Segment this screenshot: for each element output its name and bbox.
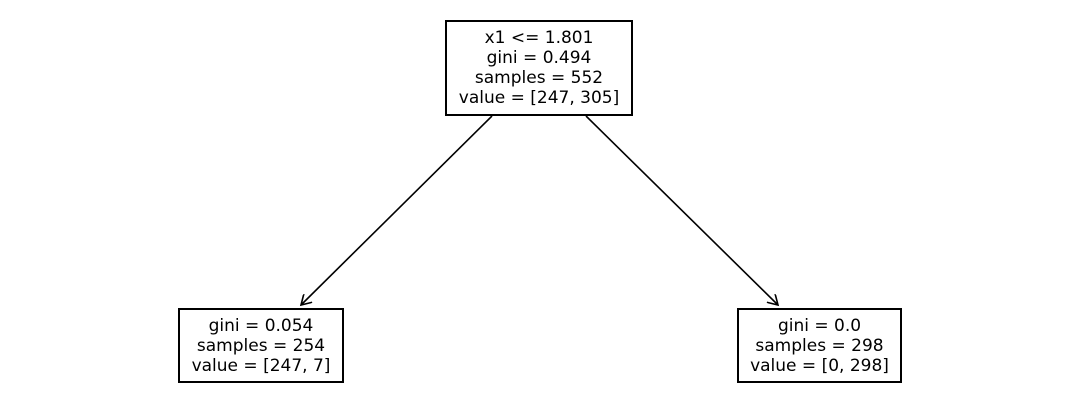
root-gini: gini = 0.494 xyxy=(486,48,592,68)
right-leaf-node: gini = 0.0 samples = 298 value = [0, 298… xyxy=(737,308,902,383)
root-samples: samples = 552 xyxy=(474,68,604,88)
root-condition: x1 <= 1.801 xyxy=(484,28,594,48)
edge-root-to-left xyxy=(301,115,493,305)
left-leaf-node: gini = 0.054 samples = 254 value = [247,… xyxy=(178,308,344,383)
left-gini: gini = 0.054 xyxy=(208,315,314,336)
left-value: value = [247, 7] xyxy=(191,355,331,376)
root-value: value = [247, 305] xyxy=(458,88,620,108)
root-node: x1 <= 1.801 gini = 0.494 samples = 552 v… xyxy=(445,20,633,116)
left-samples: samples = 254 xyxy=(196,335,326,356)
edge-root-to-right xyxy=(585,115,778,305)
right-samples: samples = 298 xyxy=(755,335,884,356)
right-gini: gini = 0.0 xyxy=(777,315,862,336)
right-value: value = [0, 298] xyxy=(750,355,889,376)
